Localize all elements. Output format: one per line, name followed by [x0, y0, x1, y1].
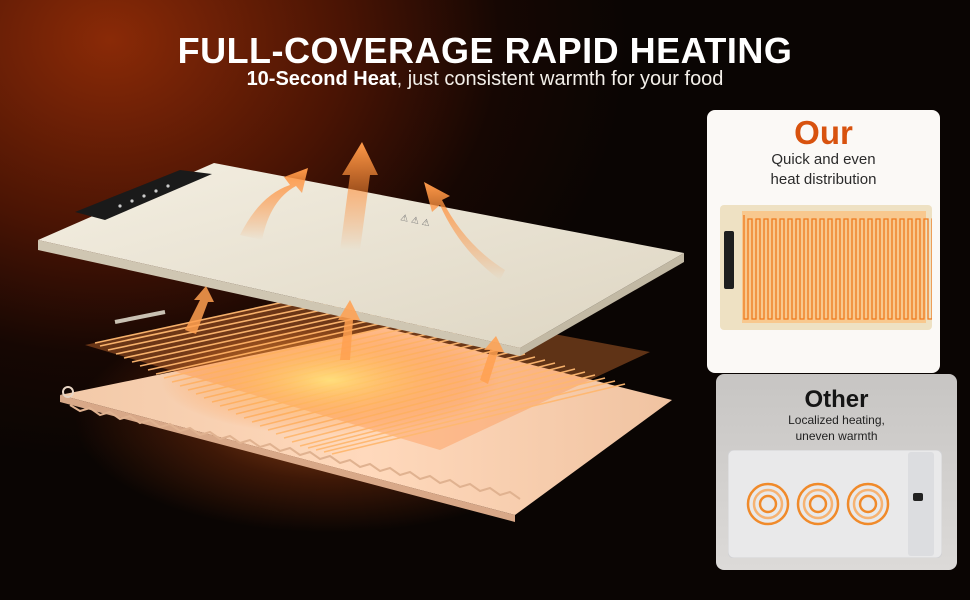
other-card-title: Other	[804, 386, 869, 413]
page-subtitle: 10-Second Heat, just consistent warmth f…	[0, 68, 970, 91]
page-title: FULL-COVERAGE RAPID HEATING	[177, 30, 793, 71]
heat-arrow-icon	[240, 168, 308, 240]
other-comparison-card: Other Localized heating, uneven warmth	[716, 374, 957, 570]
warming-tray-exploded-illustration: ⚠ ⚠ ⚠	[38, 142, 684, 522]
heat-arrow-icon	[338, 300, 360, 360]
localized-heat-pattern-diagram	[728, 450, 942, 558]
tray-top-panel: ⚠ ⚠ ⚠	[38, 163, 684, 356]
ours-card-desc-line1: Quick and even	[771, 151, 876, 168]
heat-arrow-icon	[185, 286, 214, 334]
ours-card-desc-line2: heat distribution	[770, 171, 877, 188]
ours-card-title: Our	[794, 114, 853, 151]
ours-comparison-card: Our Quick and even heat distribution	[707, 110, 940, 373]
other-card-desc-line1: Localized heating,	[788, 413, 885, 427]
subtitle-text: , just consistent warmth for your food	[396, 68, 724, 90]
heat-arrow-icon	[340, 142, 378, 250]
subtitle-highlight: 10-Second Heat	[246, 68, 397, 90]
heat-arrow-icon	[424, 182, 505, 280]
heat-arrow-icon	[480, 336, 504, 384]
other-card-desc-line2: uneven warmth	[795, 429, 878, 443]
even-heat-pattern-diagram	[720, 205, 932, 330]
heat-arrows	[185, 142, 505, 384]
